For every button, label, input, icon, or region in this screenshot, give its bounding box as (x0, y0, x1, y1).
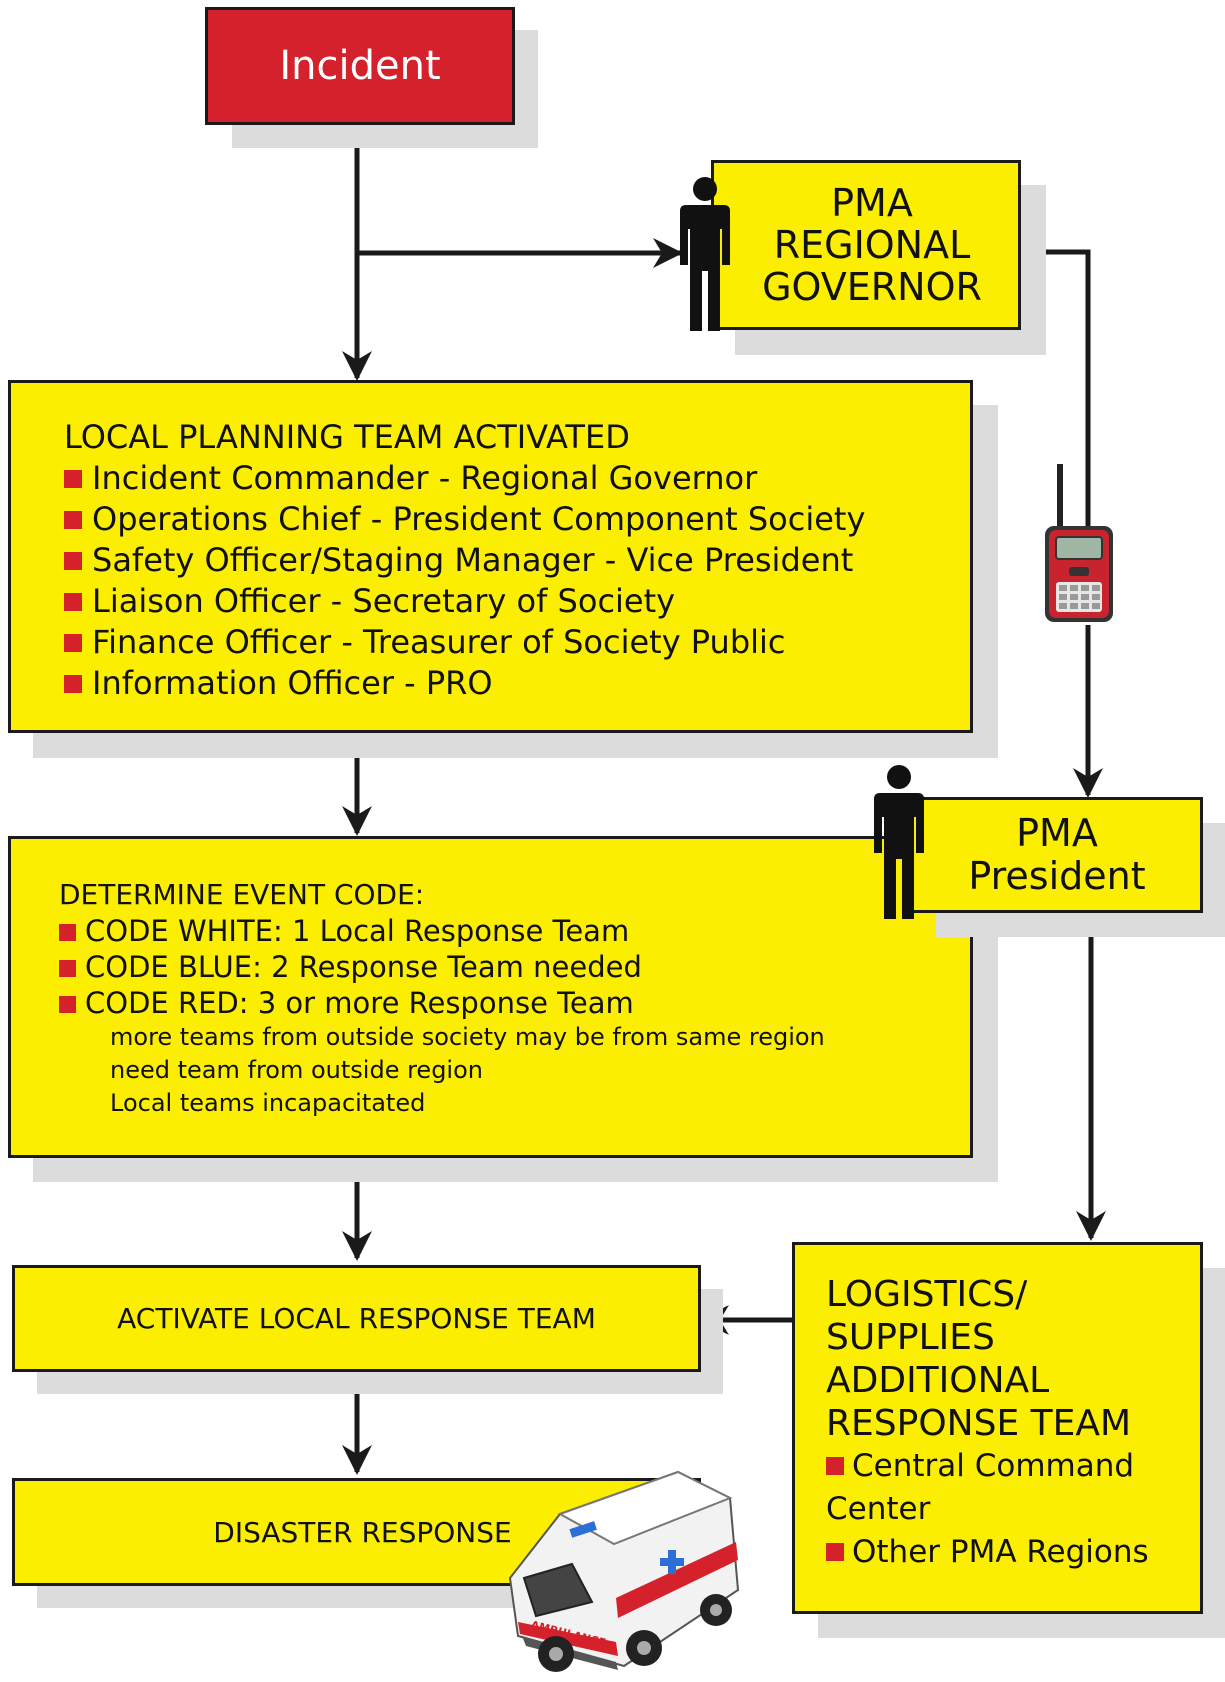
governor-line-1: PMA (831, 181, 913, 225)
code-note: Local teams incapacitated (110, 1089, 426, 1117)
bullet-marker (64, 675, 82, 693)
bullet-marker (826, 1457, 844, 1475)
logistics-heading-line: LOGISTICS/ (826, 1274, 1028, 1315)
radio-icon (1045, 464, 1113, 622)
bullet-marker (64, 511, 82, 529)
logistics-heading-line: ADDITIONAL (826, 1360, 1050, 1401)
bullet-marker (59, 960, 76, 977)
code-note: more teams from outside society may be f… (110, 1023, 825, 1051)
code-item: CODE WHITE: 1 Local Response Team (59, 913, 970, 949)
logistics-heading-line: SUPPLIES (826, 1317, 995, 1358)
planning-item: Operations Chief - President Component S… (64, 499, 970, 540)
planning-item: Information Officer - PRO (64, 663, 970, 704)
logistics-heading-line: RESPONSE TEAM (826, 1403, 1132, 1444)
logistics-item: Other PMA Regions (826, 1531, 1186, 1574)
governor-line-2: REGIONAL (773, 223, 971, 267)
person-icon (680, 177, 730, 331)
bullet-marker (64, 634, 82, 652)
activate-label: ACTIVATE LOCAL RESPONSE TEAM (117, 1302, 596, 1335)
governor-line-3: GOVERNOR (762, 265, 982, 309)
event-code-box: DETERMINE EVENT CODE: CODE WHITE: 1 Loca… (8, 836, 973, 1158)
activate-box: ACTIVATE LOCAL RESPONSE TEAM (12, 1265, 701, 1372)
bullet-marker (59, 996, 76, 1013)
bullet-marker (826, 1543, 844, 1561)
bullet-marker (59, 924, 76, 941)
planning-item: Safety Officer/Staging Manager - Vice Pr… (64, 540, 970, 581)
planning-title: LOCAL PLANNING TEAM ACTIVATED (64, 418, 630, 456)
planning-box: LOCAL PLANNING TEAM ACTIVATED Incident C… (8, 380, 973, 733)
incident-label: Incident (279, 43, 441, 89)
president-line-2: President (968, 854, 1146, 898)
governor-box: PMA REGIONAL GOVERNOR (711, 160, 1021, 330)
code-item: CODE RED: 3 or more Response Team (59, 985, 970, 1021)
ambulance-icon: AMBULANCE (508, 1470, 740, 1672)
planning-item: Finance Officer - Treasurer of Society P… (64, 622, 970, 663)
code-item: CODE BLUE: 2 Response Team needed (59, 949, 970, 985)
planning-item: Liaison Officer - Secretary of Society (64, 581, 970, 622)
bullet-marker (64, 552, 82, 570)
planning-item: Incident Commander - Regional Governor (64, 458, 970, 499)
bullet-marker (64, 593, 82, 611)
bullet-marker (64, 470, 82, 488)
event-code-title: DETERMINE EVENT CODE: (59, 878, 425, 911)
person-icon (874, 765, 924, 919)
disaster-label: DISASTER RESPONSE (213, 1515, 512, 1549)
logistics-box: LOGISTICS/ SUPPLIES ADDITIONAL RESPONSE … (792, 1242, 1203, 1614)
president-line-1: PMA (1016, 811, 1098, 855)
incident-box: Incident (205, 7, 515, 125)
code-note: need team from outside region (110, 1056, 483, 1084)
logistics-item: Central Command Center (826, 1448, 1135, 1527)
president-box: PMA President (911, 797, 1203, 913)
